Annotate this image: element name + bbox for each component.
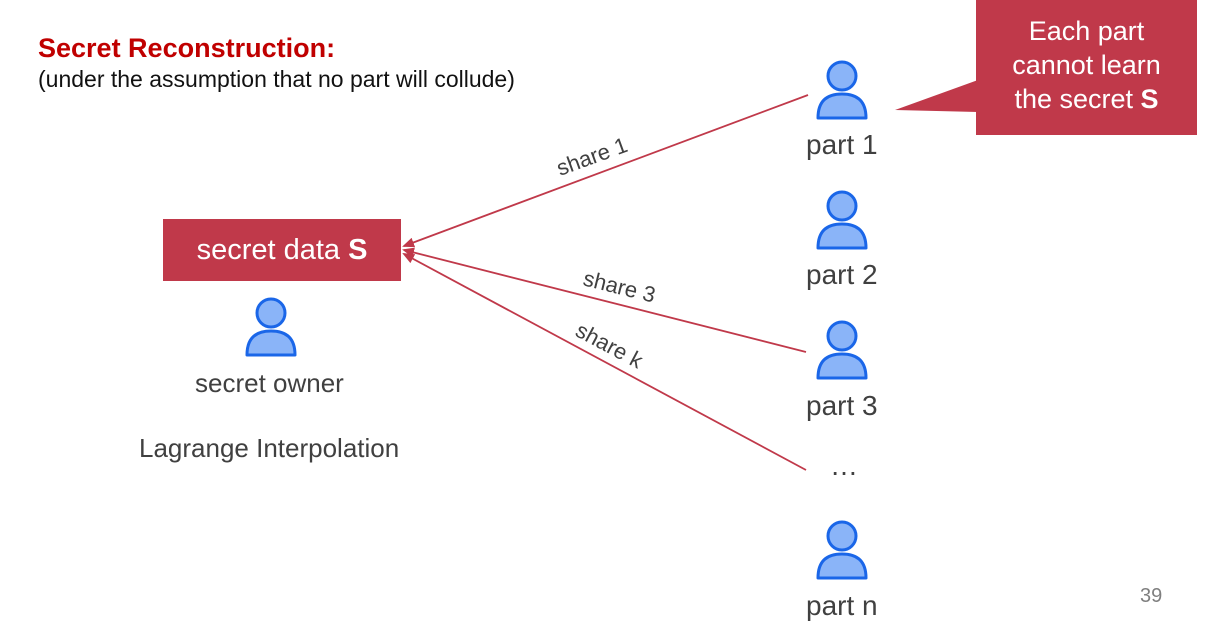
part-3-icon (816, 320, 868, 380)
part-2-icon (816, 190, 868, 250)
callout-line-1: Each part (1028, 16, 1145, 46)
share-label-1: share 1 (553, 132, 631, 181)
slide-subtitle: (under the assumption that no part will … (38, 66, 515, 92)
callout-pointer (895, 80, 978, 112)
callout-line-3: the secret S (976, 82, 1197, 116)
part-n-label: part n (806, 590, 878, 621)
part-2-label: part 2 (806, 259, 878, 290)
callout-box: Each part cannot learn the secret S (976, 0, 1197, 135)
secret-data-text: secret data (196, 233, 341, 266)
secret-symbol: S (348, 233, 368, 266)
callout-line-2: cannot learn (1012, 50, 1161, 80)
callout-secret-symbol: S (1140, 84, 1159, 114)
arrow-share-1 (402, 94, 809, 248)
secret-data-box: secret data S (163, 219, 401, 281)
part-3-label: part 3 (806, 390, 878, 421)
part-1-icon (816, 60, 868, 120)
part-1-label: part 1 (806, 129, 878, 160)
arrow-share-k (402, 253, 807, 471)
secret-owner-label: secret owner (195, 368, 344, 398)
slide-title: Secret Reconstruction: (38, 33, 336, 63)
parts-ellipsis: … (830, 450, 858, 481)
part-n-icon (816, 520, 868, 580)
share-label-3: share 3 (581, 266, 658, 308)
arrow-share-3 (402, 247, 807, 353)
page-number: 39 (1140, 585, 1163, 607)
lagrange-interpolation-label: Lagrange Interpolation (139, 433, 400, 463)
callout-line-3-text: the secret (1014, 84, 1134, 114)
secret-owner-icon (245, 297, 297, 357)
